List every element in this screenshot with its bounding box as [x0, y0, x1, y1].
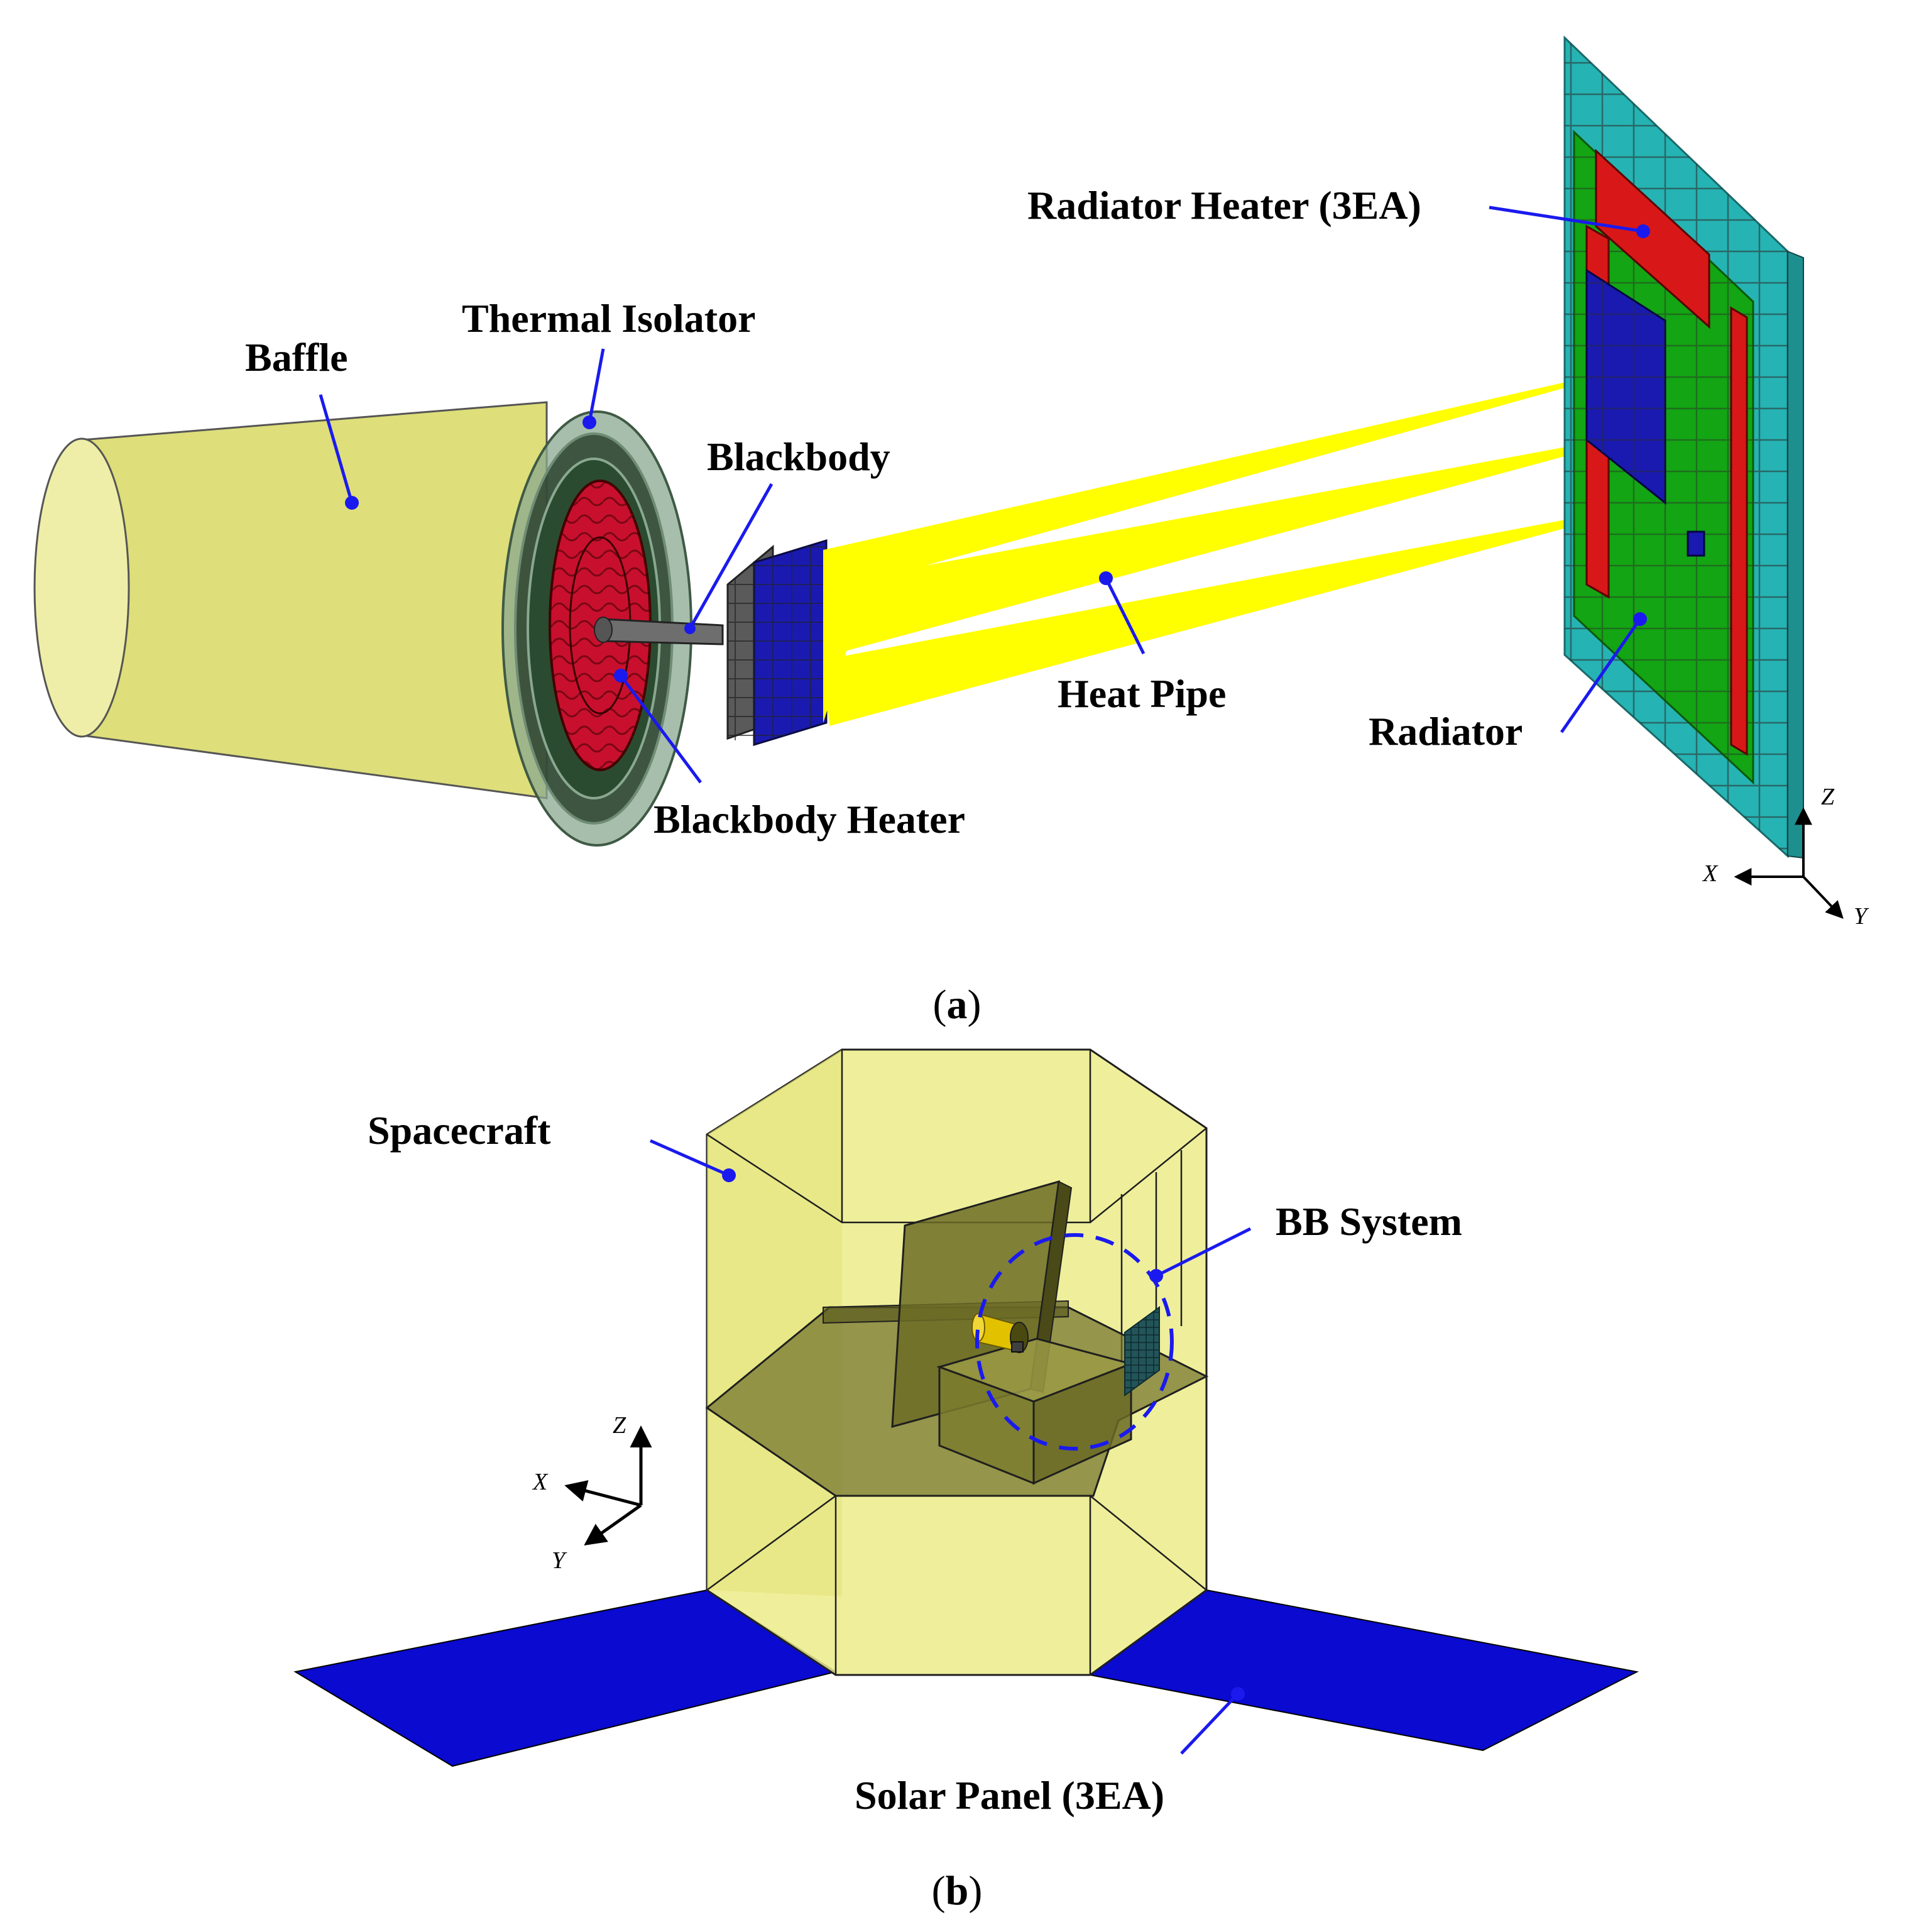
baffle-opening — [33, 437, 130, 738]
label-bb-system: BB System — [1276, 1199, 1462, 1244]
label-radiator: Radiator — [1369, 709, 1523, 754]
caption-a: (a) — [933, 982, 982, 1028]
caption-b: (b) — [932, 1868, 983, 1914]
callout-thermal-isolator: Thermal Isolator — [462, 296, 756, 429]
label-blackbody: Blackbody — [707, 434, 890, 479]
callout-blackbody: Blackbody — [684, 434, 890, 634]
panel-b: Spacecraft BB System Solar Panel (3EA) Z… — [293, 1048, 1639, 1914]
bb-mini-radiator — [1124, 1306, 1160, 1397]
label-spacecraft: Spacecraft — [368, 1108, 551, 1153]
axis-a-y-label: Y — [1854, 903, 1869, 930]
bb-system-model — [971, 1233, 1174, 1451]
callout-solar-panel: Solar Panel (3EA) — [855, 1687, 1245, 1818]
callout-bb-system: BB System — [1149, 1199, 1462, 1283]
callout-radiator-heater: Radiator Heater (3EA) — [1027, 183, 1650, 238]
panel-a: Baffle Thermal Isolator Blackbody Blackb… — [33, 35, 1869, 1028]
interior-box — [936, 1337, 1134, 1485]
bb-mini-block — [1011, 1341, 1024, 1353]
heat-pipes — [823, 358, 1671, 726]
axis-triad-b: Z X Y — [532, 1412, 652, 1574]
bb-system-highlight-circle — [975, 1233, 1174, 1451]
radiator-small-block — [1687, 530, 1705, 557]
callout-heat-pipe: Heat Pipe — [1058, 571, 1226, 716]
heat-pipe-3 — [823, 500, 1671, 726]
radiator-heater-top — [1595, 148, 1710, 329]
callout-radiator: Radiator — [1369, 612, 1647, 754]
axis-b-y-label: Y — [552, 1547, 567, 1574]
label-solar-panel: Solar Panel (3EA) — [855, 1773, 1164, 1818]
radiator-heater-right — [1730, 306, 1748, 756]
shaft-end — [594, 617, 613, 643]
radiator-panel — [1563, 35, 1804, 859]
heat-pipe-base — [823, 550, 867, 723]
label-blackbody-heater: Blackbody Heater — [653, 797, 965, 842]
baffle-cylinder — [33, 401, 548, 799]
radiator-edge — [1787, 250, 1804, 859]
axis-b-x-label: X — [532, 1469, 549, 1495]
label-baffle: Baffle — [245, 335, 348, 380]
callout-spacecraft: Spacecraft — [368, 1108, 736, 1182]
label-heat-pipe: Heat Pipe — [1058, 671, 1226, 716]
axis-a-x-label: X — [1702, 860, 1719, 887]
axis-a-z-label: Z — [1821, 784, 1835, 810]
axis-triad-a: Z X Y — [1702, 784, 1869, 930]
label-thermal-isolator: Thermal Isolator — [462, 296, 756, 341]
blackbody-front-grid — [728, 563, 754, 745]
blackbody-grid — [754, 541, 826, 745]
shaft-body — [602, 618, 724, 645]
blackbody-block — [726, 539, 828, 747]
callout-baffle: Baffle — [245, 335, 359, 510]
label-radiator-heater: Radiator Heater (3EA) — [1027, 183, 1421, 228]
blackbody-shaft — [594, 617, 724, 645]
axis-b-z-label: Z — [613, 1412, 626, 1439]
box-side — [1032, 1362, 1132, 1485]
baffle-body — [80, 401, 548, 799]
callout-blackbody-heater: Blackbody Heater — [614, 669, 965, 842]
heat-pipe-1 — [823, 358, 1671, 594]
radiator-blue-grid — [1587, 270, 1665, 503]
